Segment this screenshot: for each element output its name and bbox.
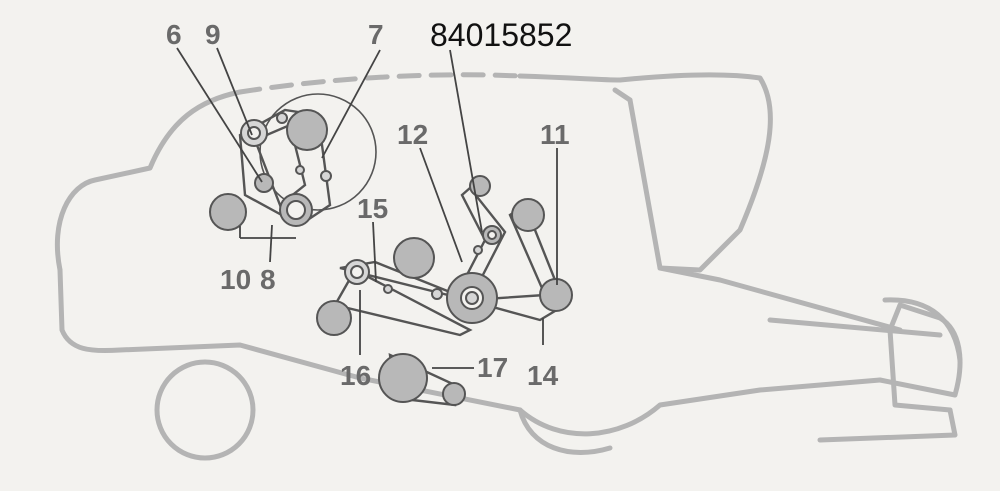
callout-12: 12: [397, 119, 428, 150]
upper-drive-group: [209, 93, 377, 231]
callout-9: 9: [205, 19, 221, 50]
lower-drive-group: [378, 353, 466, 407]
callout-6: 6: [166, 19, 182, 50]
machine-outline: [54, 72, 963, 443]
callout-17: 17: [477, 352, 508, 383]
callout-16: 16: [340, 360, 371, 391]
callout-14: 14: [527, 360, 559, 391]
callout-labels: 6 9 7 12 11 15 10 8 16 17 14: [166, 19, 570, 391]
callout-11: 11: [540, 119, 570, 150]
front-wheel: [154, 359, 256, 461]
callout-7: 7: [368, 19, 384, 50]
callout-15: 15: [357, 193, 388, 224]
leader-lines: [176, 47, 558, 369]
rear-wheel-arc: [517, 407, 613, 455]
center-drive-group: [316, 175, 573, 337]
callout-8: 8: [260, 264, 276, 295]
part-number: 84015852: [430, 17, 572, 53]
callout-10: 10: [220, 264, 251, 295]
